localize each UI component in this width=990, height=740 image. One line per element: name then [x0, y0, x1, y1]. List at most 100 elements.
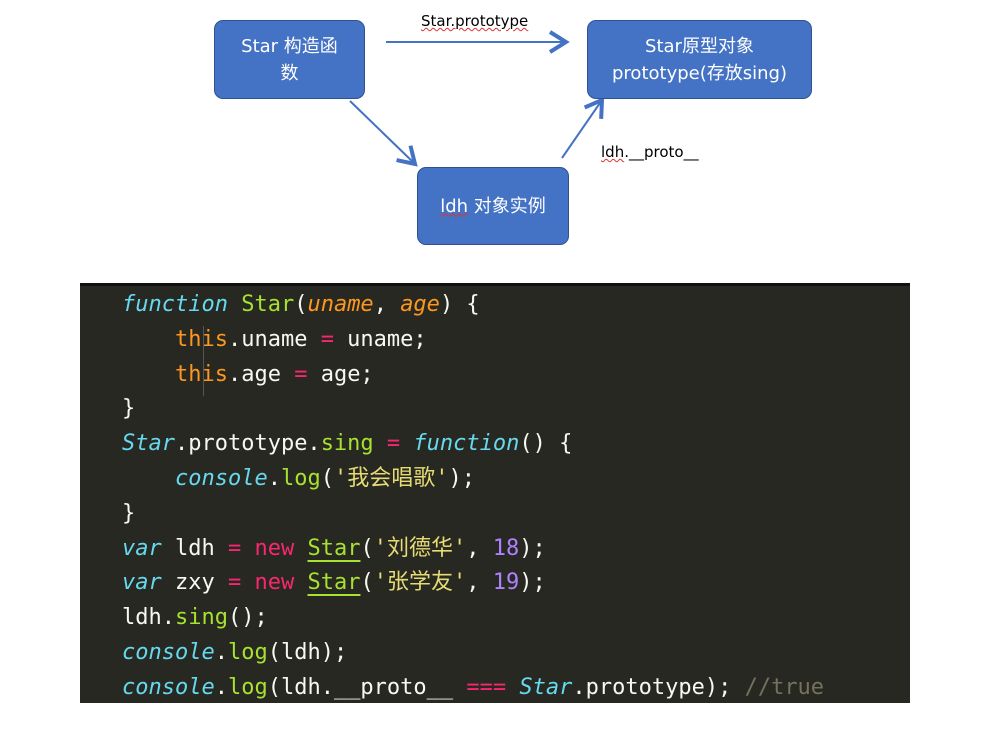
code-token: . [267, 465, 281, 491]
code-token [374, 431, 387, 456]
code-line: function Star(uname, age) { [122, 288, 910, 323]
indent-guide [203, 326, 204, 396]
code-token-this: this [174, 361, 228, 387]
code-token: ); [519, 570, 546, 596]
code-token: .uname [227, 326, 321, 352]
code-token: ); [519, 535, 546, 561]
code-token: () { [519, 431, 573, 457]
code-token-kw: console [122, 639, 215, 665]
code-token: (ldh); [267, 639, 348, 665]
prototype-box: Star原型对象 prototype(存放sing) [587, 20, 812, 99]
code-token: .age [227, 361, 295, 387]
code-token-kw: console [122, 674, 215, 700]
code-token [241, 536, 254, 561]
arrow-instance-to-prototype [561, 96, 605, 159]
code-token: (ldh.__proto__ [267, 674, 467, 700]
code-token-fn: sing [320, 431, 374, 457]
code-token-fn: log [280, 465, 321, 491]
code-token-op: = [227, 535, 242, 561]
instance-box-label: 对象实例 [468, 195, 546, 217]
code-token: ); [448, 465, 475, 491]
code-token-fn: log [227, 674, 268, 700]
code-token: ( [360, 535, 374, 561]
code-line: this.uname = uname; [122, 323, 910, 358]
code-token-op: new [254, 570, 295, 596]
constructor-box-label: Star 构造函数 [241, 35, 338, 84]
code-token-str: '张学友' [373, 570, 467, 596]
code-token: .prototype); [572, 674, 745, 700]
code-token [122, 466, 175, 491]
arrow-constructor-to-instance [349, 100, 418, 167]
code-token: .prototype. [174, 431, 321, 457]
code-token-op: new [254, 535, 295, 561]
code-token-num: 18 [492, 535, 520, 561]
code-token: ( [294, 292, 308, 317]
code-token: ldh [161, 535, 228, 561]
code-token-kw: console [174, 465, 268, 491]
code-token-fnu: Star [307, 570, 361, 596]
code-token [400, 431, 413, 456]
code-token: } [122, 500, 136, 526]
code-token [241, 570, 254, 595]
code-token-this: this [174, 326, 228, 352]
code-line: } [122, 497, 910, 532]
code-block: function Star(uname, age) { this.uname =… [80, 283, 910, 703]
code-token: . [214, 674, 228, 700]
code-token: ldh. [122, 605, 175, 631]
code-token-kw: function [413, 431, 520, 457]
code-token: , [466, 570, 493, 596]
code-token-num: 19 [492, 570, 520, 596]
diagram-arrows [349, 30, 605, 167]
code-token: uname; [333, 326, 427, 352]
code-token-kw: var [122, 535, 162, 561]
code-line: console.log(ldh.__proto__ === Star.proto… [122, 671, 910, 706]
code-line: var ldh = new Star('刘德华', 18); [122, 532, 910, 567]
code-token-cm: //true [744, 674, 825, 700]
code-token: } [122, 396, 136, 422]
code-token-kw: function [122, 292, 228, 317]
code-token-str: '我会唱歌' [333, 465, 449, 491]
code-line: this.age = age; [122, 358, 910, 393]
code-token: ) { [439, 292, 480, 317]
code-token-fn: log [227, 639, 268, 665]
code-token-kw: Star [519, 674, 573, 700]
code-token: ( [360, 570, 374, 596]
code-token-param: uname [307, 292, 374, 317]
edge-label-proto-name: ldh [601, 143, 625, 161]
code-token [294, 536, 307, 561]
prototype-box-line-1: Star原型对象 [645, 35, 754, 57]
code-token-op: = [227, 570, 242, 596]
code-line: ldh.sing(); [122, 601, 910, 636]
code-token: zxy [161, 570, 228, 596]
code-token-kw: Star [122, 431, 175, 457]
code-line: Star.prototype.sing = function() { [122, 427, 910, 462]
code-token: ( [320, 465, 334, 491]
constructor-box: Star 构造函数 [214, 20, 365, 99]
code-line: } [122, 392, 910, 427]
instance-box-name: ldh [440, 195, 469, 217]
code-token-str: '刘德华' [373, 535, 467, 561]
code-token-op: === [466, 674, 507, 700]
edge-label-proto: ldh.__proto__ [601, 143, 699, 161]
code-token: . [214, 639, 228, 665]
code-token-op: = [386, 431, 401, 457]
edge-label-prototype: Star.prototype [421, 12, 529, 30]
edge-label-proto-prop: .__proto__ [624, 143, 699, 161]
code-token-op: = [320, 326, 334, 352]
code-token-fn: Star [241, 292, 295, 317]
code-line: console.log('我会唱歌'); [122, 462, 910, 497]
code-line: var zxy = new Star('张学友', 19); [122, 566, 910, 601]
code-line: console.log(ldh); [122, 636, 910, 671]
code-token [122, 327, 175, 352]
code-token: (); [227, 605, 268, 631]
code-token-fnu: Star [307, 535, 361, 561]
code-token: , [466, 535, 493, 561]
code-token-param: age [400, 292, 440, 317]
code-token: age; [307, 361, 374, 387]
code-token [228, 292, 241, 317]
code-token-fn: sing [174, 605, 228, 631]
prototype-box-line-2: prototype(存放sing) [612, 62, 787, 84]
code-token-op: = [294, 361, 308, 387]
code-token [294, 570, 307, 595]
code-token: , [373, 292, 401, 317]
